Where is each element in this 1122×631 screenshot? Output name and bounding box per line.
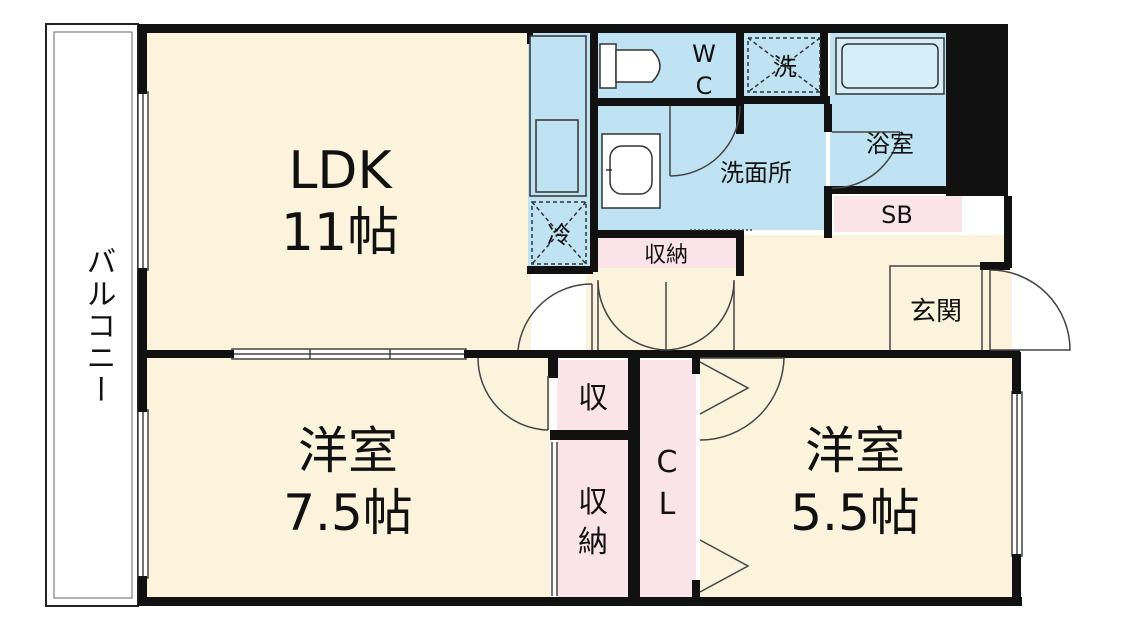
western-left-size: 7.5帖 [283,484,413,542]
washroom-label: 洗面所 [720,159,792,187]
sb-floor [834,196,962,232]
storage-mid-label: 収納 [644,243,688,268]
storage-small-floor [557,360,629,430]
toilet-bowl [615,49,661,83]
storage-mid-floor [598,236,738,268]
fridge-label: 冷 [547,221,571,249]
western-right-size: 5.5帖 [790,484,920,542]
ldk-name: LDK [288,141,393,201]
storage-small-label: 収 [578,381,608,416]
storage-tall-label-2: 納 [578,525,608,560]
kitchen-counter [529,35,587,197]
vanity [601,133,661,209]
sb-label: SB [881,201,913,229]
doors [477,105,1071,596]
kitchen-sink [535,119,579,193]
bath-label: 浴室 [866,130,914,158]
toilet-tank [599,43,617,89]
washer-space [747,37,821,93]
western-right-floor [700,356,1017,601]
entrance-floor [889,265,983,355]
wc-label-w: W [692,40,716,68]
walls [138,24,1022,606]
fixtures [529,35,945,265]
storage-tall-floor [557,440,629,598]
fridge-space [531,201,587,265]
closet-label-c: C [657,445,678,480]
bathtub [835,37,945,95]
western-left-name: 洋室 [298,422,398,480]
closet-label-l: L [659,487,676,522]
balcony [45,23,139,607]
western-left-floor [146,356,550,601]
western-right-name: 洋室 [805,422,905,480]
balcony-label: バルコニー [81,246,116,406]
entrance-label: 玄関 [910,297,962,327]
closet-floor [640,360,696,598]
washer-floor [744,32,828,104]
room-labels: LDK 11帖 洋室 7.5帖 洋室 5.5帖 W C 洗 浴室 洗面所 冷 収… [81,40,963,560]
ldk-size: 11帖 [281,203,399,263]
ldk-floor [146,32,531,354]
storage-tall-label-1: 収 [578,485,608,520]
washer-label: 洗 [773,53,797,81]
wc-label-c: C [696,72,713,100]
